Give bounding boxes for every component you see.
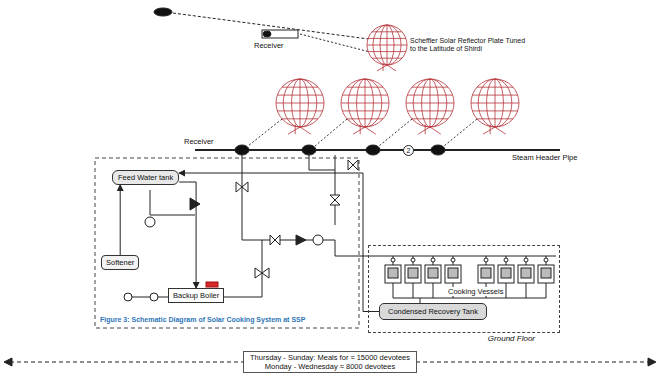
focus-line [300, 34, 370, 52]
vessel-outer [538, 265, 554, 283]
sun-ray [173, 13, 376, 40]
vessel-inner [521, 268, 531, 278]
vessel-valve [484, 258, 488, 262]
tank-box: Feed Water tank [112, 170, 179, 185]
vessel-outer [385, 265, 401, 283]
vessel-inner [541, 268, 551, 278]
sun-mark [154, 8, 172, 16]
condensate-drop [393, 283, 394, 298]
part-label: Receiver [184, 137, 214, 146]
condensate-drop [506, 283, 507, 298]
vessel-valve [431, 258, 435, 262]
part-label: Cooking Vessels [446, 287, 505, 296]
vessel-inner [408, 268, 418, 278]
focus-line [379, 119, 412, 146]
dish-mesh [471, 79, 519, 134]
condensate-drop [546, 283, 547, 298]
condensate-drop [433, 283, 434, 298]
span-arrowhead [4, 358, 12, 366]
plant-region [95, 158, 359, 328]
schedule-box: Thursday - Sunday: Meals for ≈ 15000 dev… [243, 351, 417, 373]
boiler-box: Backup Boiler [168, 288, 224, 303]
callout-number: 2 [403, 145, 414, 156]
vessel-valve [391, 258, 395, 262]
vessel-outer [478, 265, 494, 283]
figure-caption: Figure 3: Schematic Diagram of Solar Coo… [100, 316, 305, 324]
pipe-connector [120, 185, 121, 255]
focus-line [444, 119, 477, 146]
node-text: Thursday - Sunday: Meals for ≈ 15000 dev… [250, 353, 410, 362]
valve-symbols [190, 160, 358, 278]
receiver-dots [235, 145, 445, 155]
vessel-inner [428, 268, 438, 278]
span-arrowhead [648, 358, 656, 366]
burner-mark [206, 282, 218, 287]
vessel-valve [524, 258, 528, 262]
focus-line [315, 119, 347, 146]
receiver-dot [263, 31, 271, 37]
dish-mesh [341, 79, 389, 134]
vessel-inner [481, 268, 491, 278]
cooking-vessels [385, 256, 554, 303]
vessel-valve [504, 258, 508, 262]
vessel-valve [451, 258, 455, 262]
softener-box: Softener [101, 255, 139, 270]
part-label: Scheffler Solar Reflector Plate Tuned to… [410, 37, 528, 54]
recovery-tank-box: Condensed Recovery Tank [379, 303, 487, 320]
receiver-symbol [262, 30, 298, 38]
node-text: Softener [106, 258, 134, 267]
part-label: Receiver [254, 41, 284, 50]
vessel-inner [448, 268, 458, 278]
node-text: Monday - Wednesday ≈ 8000 devotees [250, 362, 410, 371]
condensate-drop [526, 283, 527, 298]
condensate-drop [413, 283, 414, 298]
part-label: Steam Header Pipe [512, 153, 577, 162]
pipework [124, 155, 556, 301]
dish-mesh [367, 25, 407, 71]
vessel-outer [405, 265, 421, 283]
node-text: Backup Boiler [173, 291, 219, 300]
vessel-valve [411, 258, 415, 262]
vessel-inner [501, 268, 511, 278]
node-text: Feed Water tank [118, 173, 173, 182]
dish-mesh [406, 79, 454, 134]
focus-line [248, 119, 282, 146]
dish-mesh [276, 79, 324, 134]
node-text: Condensed Recovery Tank [388, 307, 478, 316]
pipe-connector [179, 182, 196, 288]
vessel-outer [425, 265, 441, 283]
vessel-inner [388, 268, 398, 278]
vessel-outer [445, 265, 461, 283]
vessel-valve [544, 258, 548, 262]
vessel-outer [518, 265, 534, 283]
node-text: Ground Floor [488, 334, 535, 344]
vessel-outer [498, 265, 514, 283]
